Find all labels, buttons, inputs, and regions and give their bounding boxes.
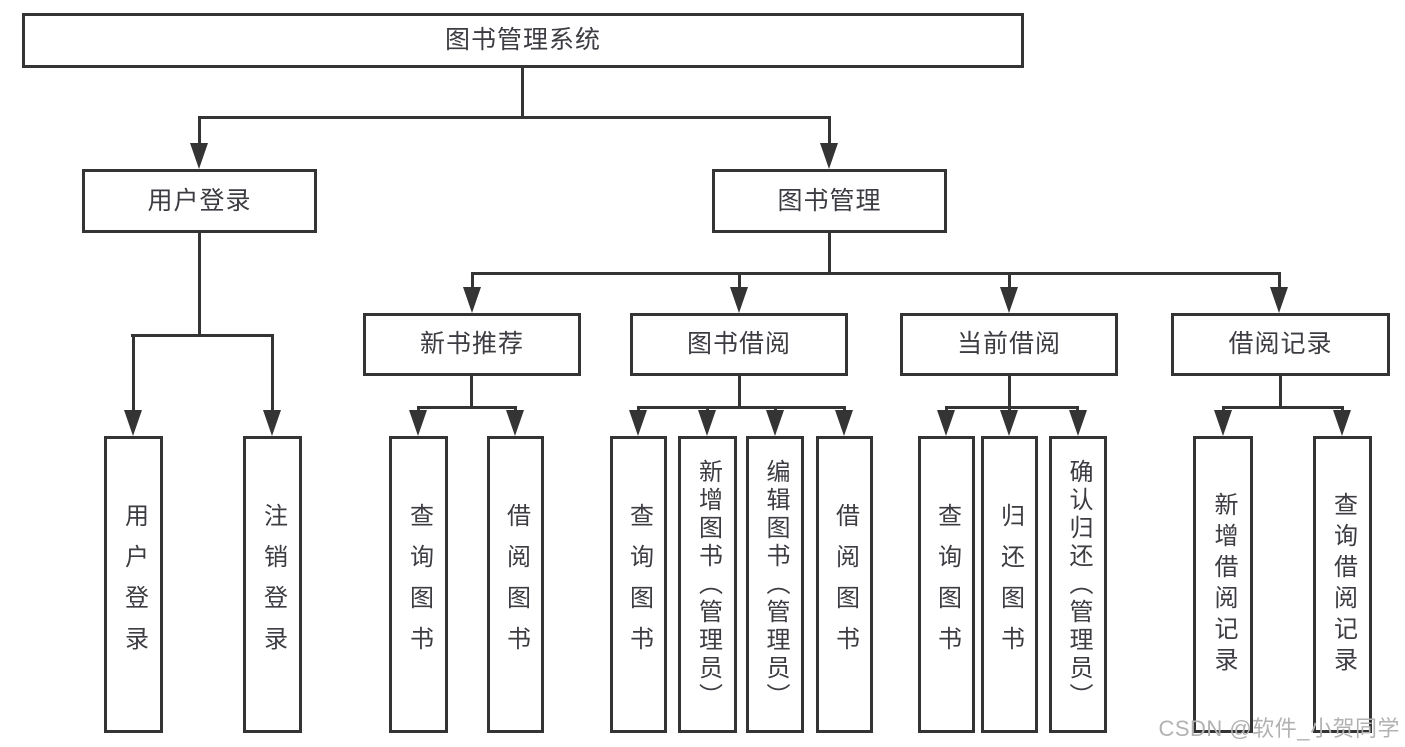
arrowhead-down-icon <box>629 410 647 436</box>
arrowhead-down-icon <box>698 410 716 436</box>
node-new-book-recommend: 新书推荐 <box>363 313 581 376</box>
connector-line <box>828 116 831 146</box>
node-label: 借阅记录 <box>1228 330 1333 358</box>
leaf-label: 新增借阅记录 <box>1210 491 1237 678</box>
node-current-borrowing: 当前借阅 <box>900 313 1118 376</box>
arrowhead-down-icon <box>1069 410 1087 436</box>
node-book-borrowing: 图书借阅 <box>630 313 848 376</box>
arrowhead-down-icon <box>730 287 748 313</box>
arrowhead-down-icon <box>263 410 281 436</box>
arrowhead-down-icon <box>835 410 853 436</box>
node-label: 新书推荐 <box>419 330 524 358</box>
arrowhead-down-icon <box>937 410 955 436</box>
connector-line <box>738 376 741 408</box>
arrowhead-down-icon <box>409 410 427 436</box>
connector-line <box>1008 272 1011 290</box>
csdn-watermark: CSDN @软件_小贺同学 <box>1158 716 1400 741</box>
connector-line <box>470 376 473 408</box>
arrowhead-down-icon <box>1333 410 1351 436</box>
connector-line <box>1278 272 1281 290</box>
leaf-borrow-books-2: 借阅图书 <box>816 436 873 733</box>
connector-line <box>198 116 201 146</box>
leaf-label: 编辑图书（管理员） <box>762 458 789 711</box>
connector-line <box>132 334 135 414</box>
leaf-label: 确认归还（管理员） <box>1065 458 1092 711</box>
arrowhead-down-icon <box>1000 287 1018 313</box>
node-label: 图书借阅 <box>686 330 791 358</box>
arrowhead-down-icon <box>190 143 208 169</box>
node-library-management-system: 图书管理系统 <box>22 13 1024 68</box>
node-borrow-records: 借阅记录 <box>1171 313 1390 376</box>
leaf-label: 查询图书 <box>625 502 653 667</box>
arrowhead-down-icon <box>124 410 142 436</box>
leaf-label: 查询借阅记录 <box>1329 491 1357 678</box>
connector-line <box>1279 376 1282 408</box>
leaf-label: 借阅图书 <box>502 502 530 667</box>
leaf-add-borrow-record: 新增借阅记录 <box>1193 436 1253 733</box>
connector-line <box>637 406 846 409</box>
leaf-label: 注销登录 <box>259 502 287 667</box>
leaf-user-login: 用户登录 <box>104 436 163 733</box>
leaf-query-books-2: 查询图书 <box>610 436 667 733</box>
leaf-label: 查询图书 <box>405 502 433 667</box>
arrowhead-down-icon <box>820 143 838 169</box>
connector-line <box>198 233 201 336</box>
node-label: 当前借阅 <box>956 330 1061 358</box>
connector-line <box>198 116 831 119</box>
leaf-query-books-3: 查询图书 <box>918 436 975 733</box>
connector-line <box>471 272 474 290</box>
leaf-query-books: 查询图书 <box>389 436 448 733</box>
connector-line <box>417 406 516 409</box>
node-user-login: 用户登录 <box>82 169 317 233</box>
arrowhead-down-icon <box>766 410 784 436</box>
leaf-label: 归还图书 <box>996 502 1024 667</box>
connector-line <box>945 406 1079 409</box>
leaf-query-borrow-record: 查询借阅记录 <box>1313 436 1372 733</box>
connector-line <box>471 272 1281 275</box>
leaf-return-books: 归还图书 <box>981 436 1038 733</box>
arrowhead-down-icon <box>1270 287 1288 313</box>
leaf-edit-book-admin: 编辑图书（管理员） <box>746 436 804 733</box>
leaf-label: 借阅图书 <box>831 502 859 667</box>
connector-line <box>738 272 741 290</box>
leaf-confirm-return-admin: 确认归还（管理员） <box>1049 436 1107 733</box>
connector-line <box>521 68 524 119</box>
node-label: 图书管理系统 <box>444 26 601 54</box>
connector-line <box>828 233 831 274</box>
leaf-label: 查询图书 <box>933 502 961 667</box>
leaf-add-book-admin: 新增图书（管理员） <box>678 436 737 733</box>
connector-line <box>131 334 274 337</box>
leaf-logout: 注销登录 <box>243 436 302 733</box>
arrowhead-down-icon <box>463 287 481 313</box>
arrowhead-down-icon <box>1000 410 1018 436</box>
connector-line <box>1222 406 1343 409</box>
node-book-management: 图书管理 <box>712 169 947 233</box>
arrowhead-down-icon <box>1214 410 1232 436</box>
leaf-label: 用户登录 <box>120 502 148 667</box>
node-label: 图书管理 <box>777 186 882 215</box>
arrowhead-down-icon <box>506 410 524 436</box>
leaf-borrow-books: 借阅图书 <box>487 436 544 733</box>
connector-line <box>1008 376 1011 408</box>
connector-line <box>271 334 274 414</box>
leaf-label: 新增图书（管理员） <box>694 458 722 711</box>
node-label: 用户登录 <box>147 186 252 215</box>
